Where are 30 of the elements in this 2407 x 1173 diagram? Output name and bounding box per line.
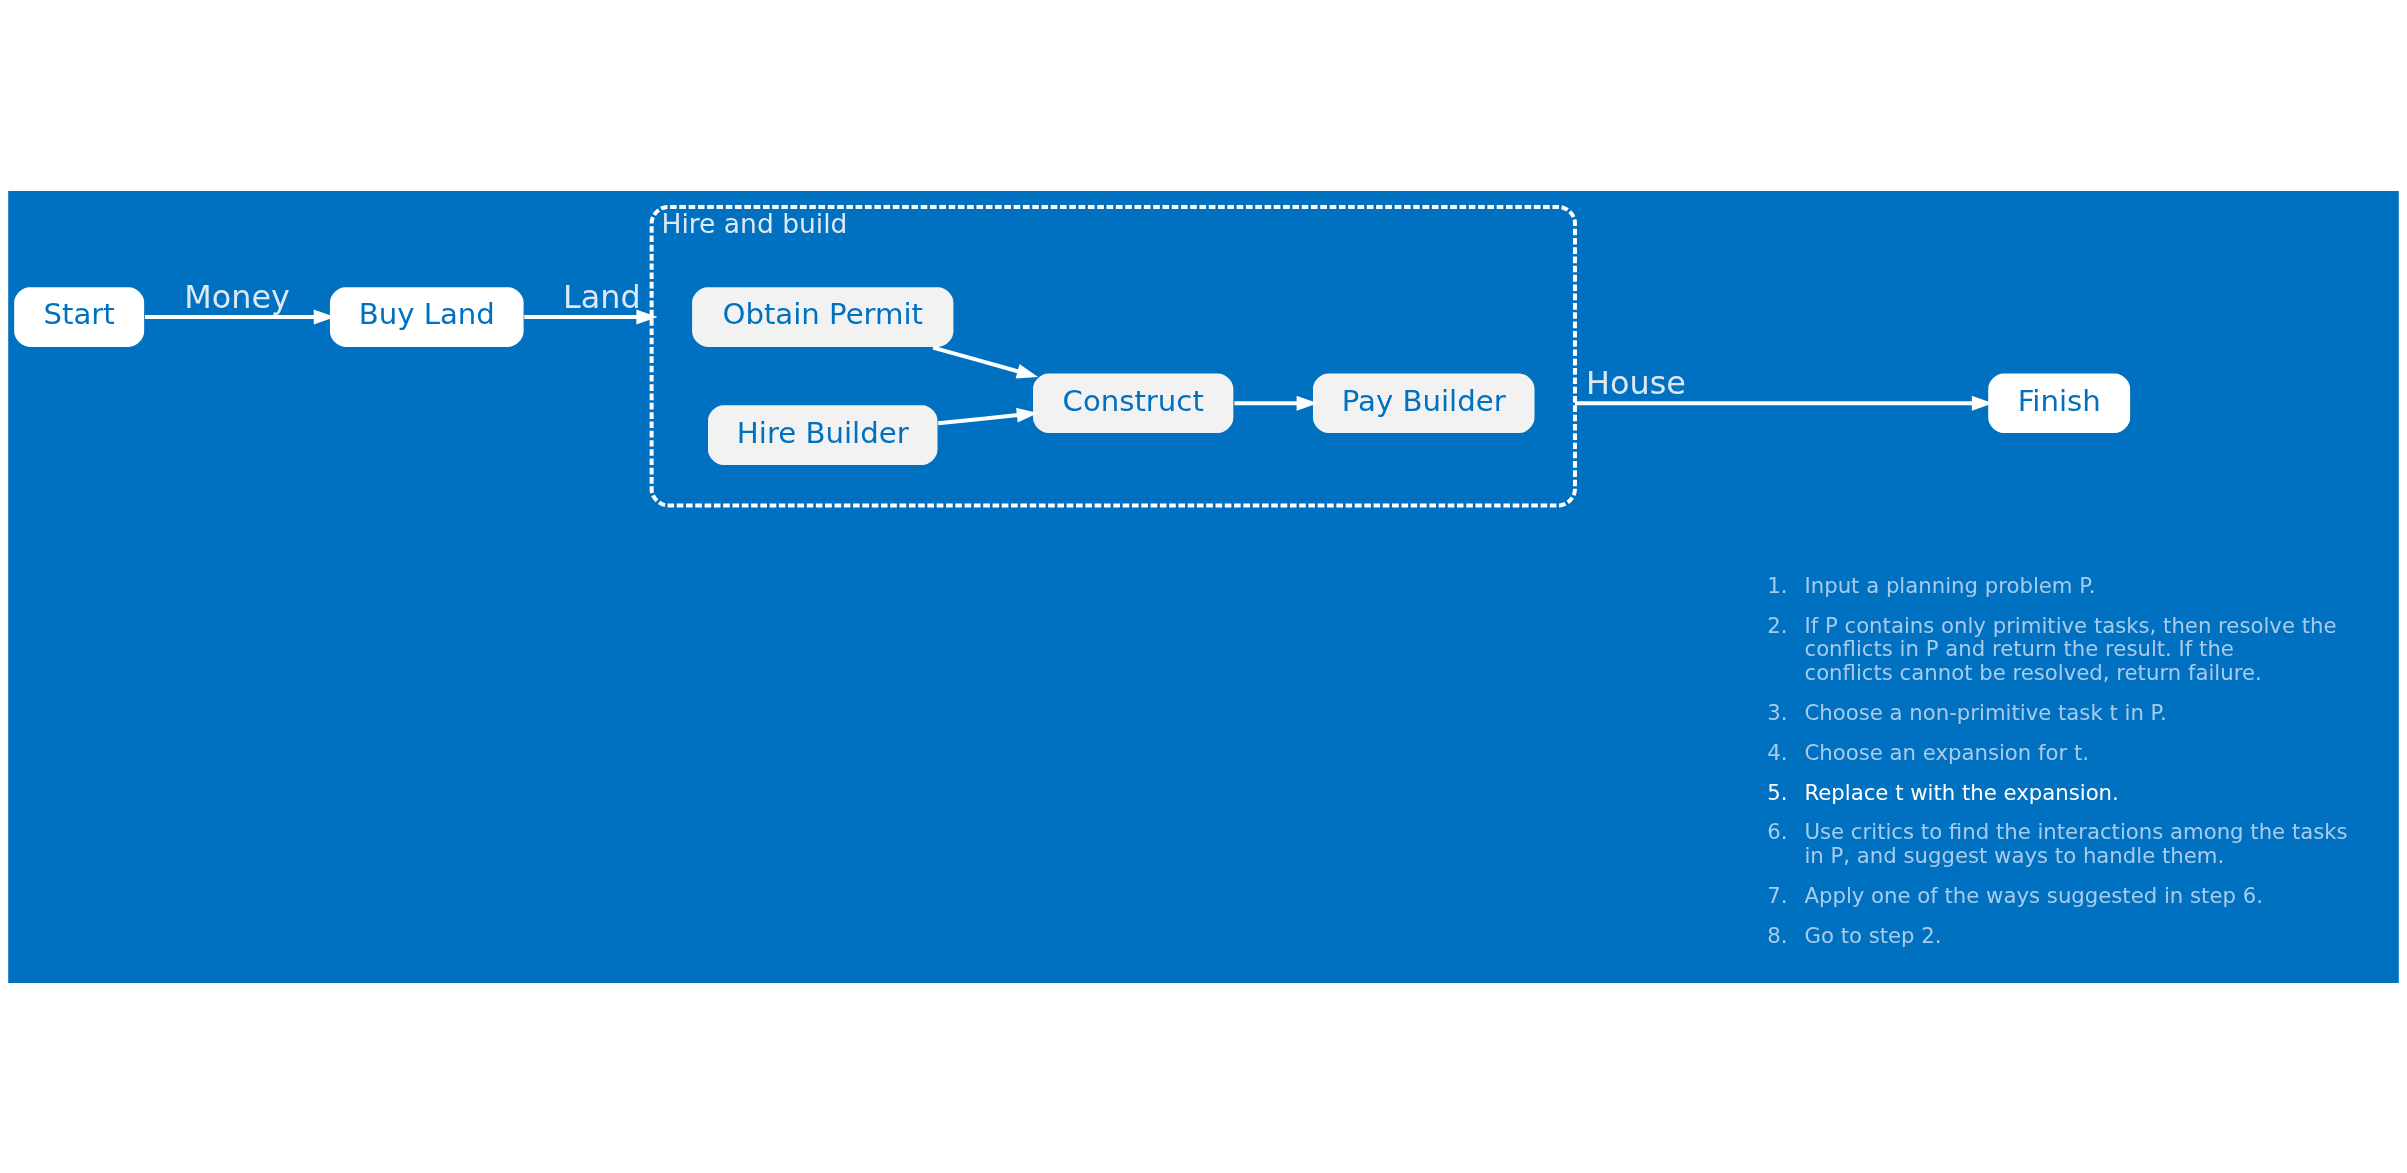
arrow <box>932 345 1039 378</box>
node-box: Finish <box>1986 371 2132 434</box>
node-box: Start <box>12 285 146 348</box>
node-box: Pay Builder <box>1311 371 1536 434</box>
label: 8. <box>1767 922 1788 948</box>
label: Apply one of the ways suggested in step 6. <box>1804 882 2263 908</box>
label: 7. <box>1767 882 1788 908</box>
node-box: Hire Builder <box>706 403 939 466</box>
arrow <box>524 309 658 324</box>
arrow <box>938 407 1039 425</box>
label: Replace t with the expansion. <box>1804 779 2119 805</box>
label: 5. <box>1767 779 1788 805</box>
edge-label: House <box>1586 363 1686 402</box>
label: Choose a non-primitive task t in P. <box>1804 699 2167 725</box>
label: 2. <box>1767 612 1788 637</box>
label: 6. <box>1767 818 1788 844</box>
label: 4. <box>1767 739 1788 765</box>
node-box: Buy Land <box>328 285 525 348</box>
label: Go to step 2. <box>1804 922 1942 948</box>
edge-label: Money <box>184 277 290 316</box>
edge-label: Land <box>563 277 641 316</box>
label: Choose an expansion for t. <box>1804 739 2090 765</box>
label: If P contains only primitive tasks, then resolve the conflicts in P and return the result. If the conflicts cannot be resolved, return failure. <box>1804 612 2337 685</box>
node-box: Construct <box>1031 371 1235 434</box>
label: 3. <box>1767 699 1788 725</box>
label: Use critics to find the interactions among the tasks in P, and suggest ways to handle them. <box>1804 818 2348 868</box>
label: Input a planning problem P. <box>1804 572 2096 598</box>
arrow <box>1234 395 1318 411</box>
label: 1. <box>1767 572 1788 598</box>
node-box: Obtain Permit <box>690 285 955 348</box>
